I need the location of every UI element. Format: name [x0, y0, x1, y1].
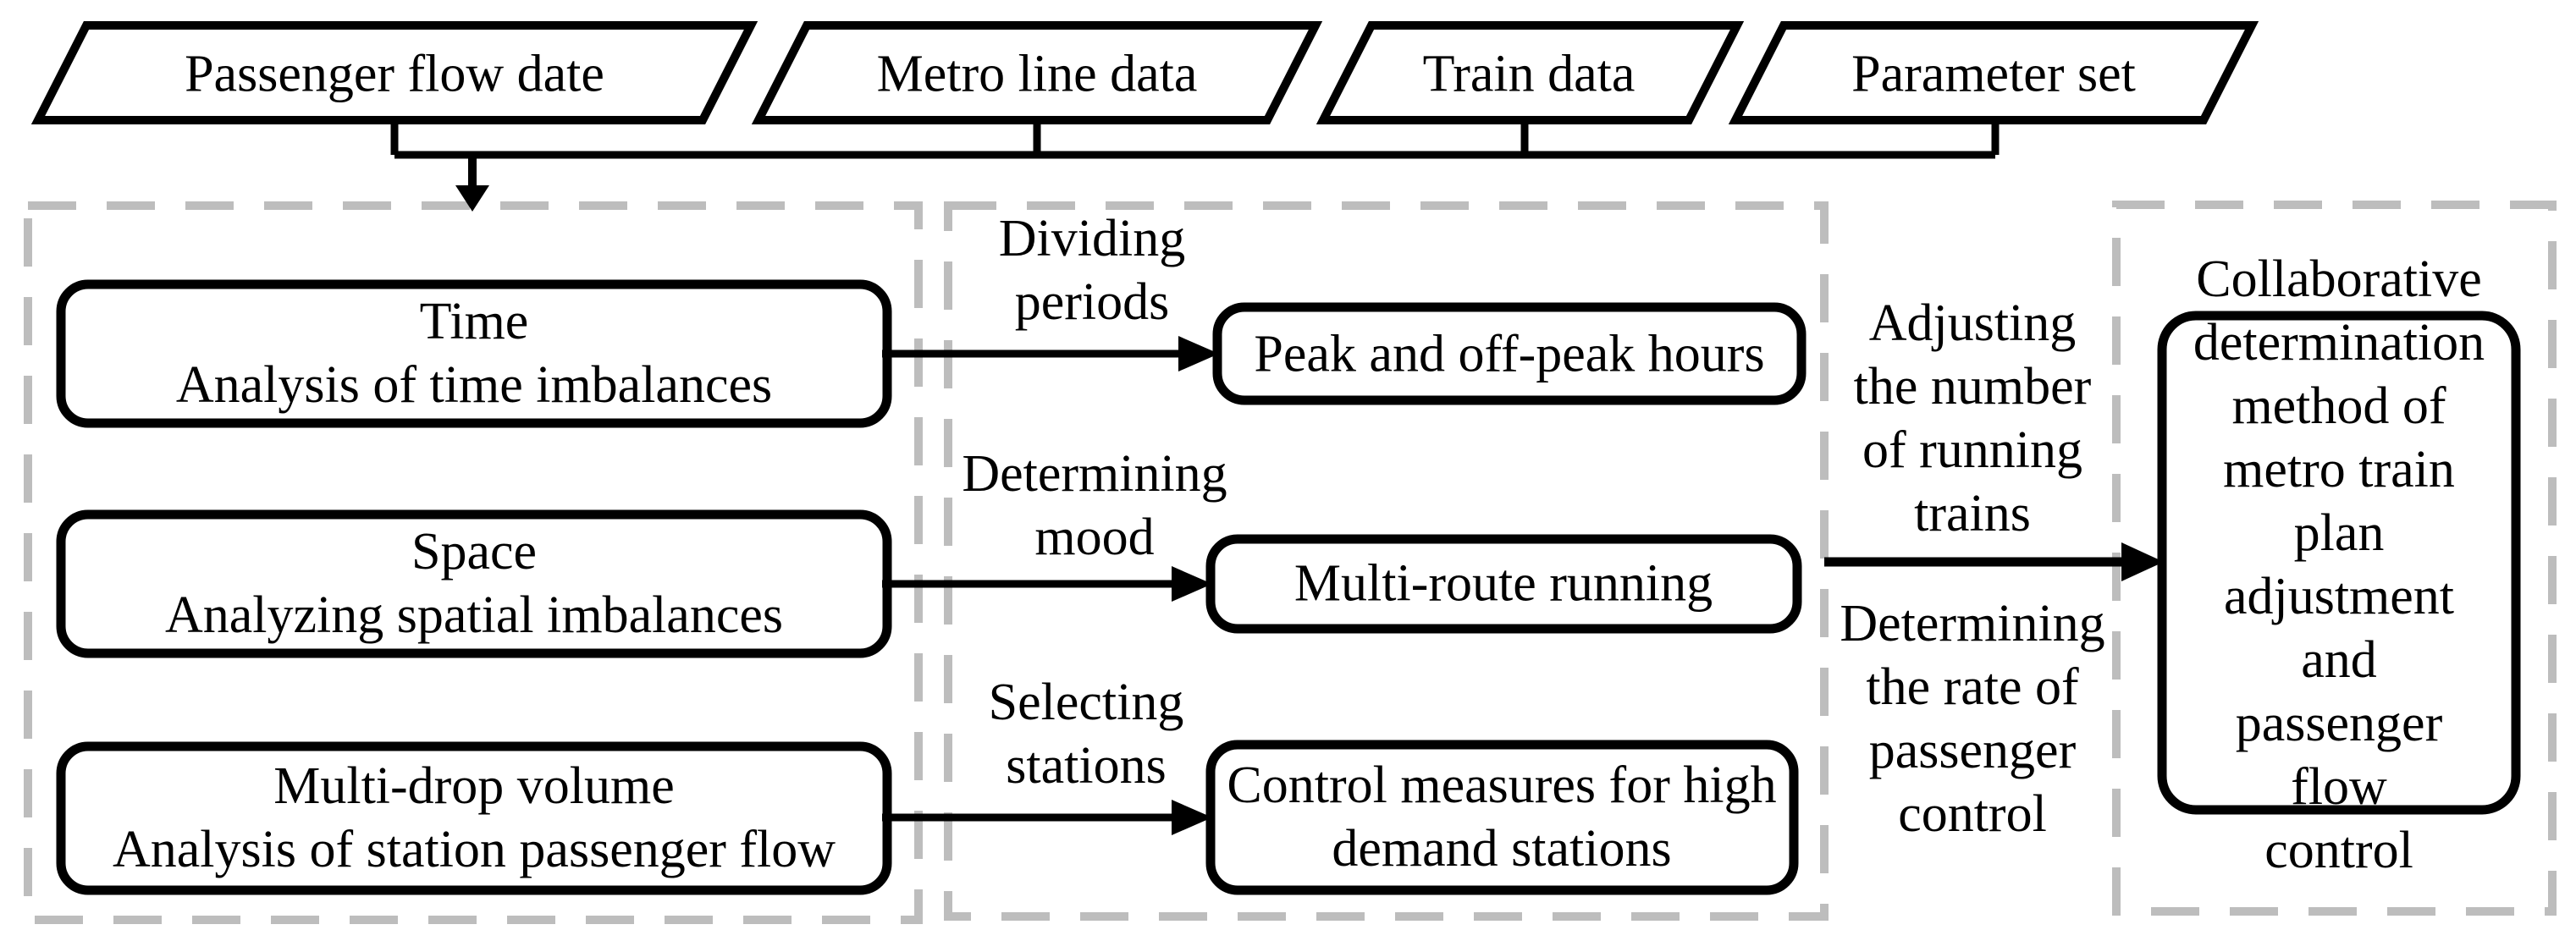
process-label-selecting-stations: Selecting stations — [988, 674, 1184, 795]
node-label-collaborative-method: Collaborative determination method of me… — [2193, 250, 2485, 879]
decision-label-passenger-control-rate: Determining the rate of passenger contro… — [1840, 595, 2105, 843]
node-label-time-analysis: Time Analysis of time imbalances — [175, 293, 773, 414]
input-label-metro-line-data: Metro line data — [876, 45, 1198, 103]
node-label-control-measures: Control measures for high demand station… — [1227, 757, 1777, 878]
input-parallelogram-passenger-flow-date — [30, 21, 758, 124]
input-parallelogram-train-data — [1316, 21, 1745, 124]
node-control-measures — [1205, 740, 1799, 895]
input-parallelogram-metro-line-data — [751, 21, 1323, 124]
process-label-determining-mood: Determining mood — [962, 445, 1227, 566]
input-label-passenger-flow-date: Passenger flow date — [185, 45, 604, 103]
input-label-train-data: Train data — [1422, 45, 1636, 103]
analysis-group-dashed-box — [24, 201, 923, 924]
arrow-dividing-periods-head — [1178, 336, 1219, 371]
strategy-group-dashed-box — [944, 201, 1829, 921]
process-label-dividing-periods: Dividing periods — [998, 210, 1186, 331]
node-multiroute-running — [1205, 534, 1802, 634]
node-label-peak-offpeak-hours: Peak and off-peak hours — [1254, 325, 1765, 383]
node-collaborative-method — [2157, 311, 2521, 815]
node-peak-offpeak-hours — [1212, 302, 1807, 405]
input-label-parameter-set: Parameter set — [1851, 45, 2136, 103]
node-label-space-analysis: Space Analyzing spatial imbalances — [165, 523, 783, 644]
down-arrow-head — [455, 185, 489, 212]
node-label-multiroute-running: Multi-route running — [1294, 554, 1713, 613]
input-parallelogram-parameter-set — [1728, 21, 2259, 124]
node-label-multidrop-analysis: Multi-drop volume Analysis of station pa… — [112, 757, 836, 878]
arrow-determining-mood-head — [1172, 566, 1212, 602]
arrow-selecting-stations-head — [1172, 800, 1212, 835]
decision-label-adjusting-trains: Adjusting the number of running trains — [1853, 294, 2092, 542]
arrow-to-output-head — [2121, 542, 2164, 581]
